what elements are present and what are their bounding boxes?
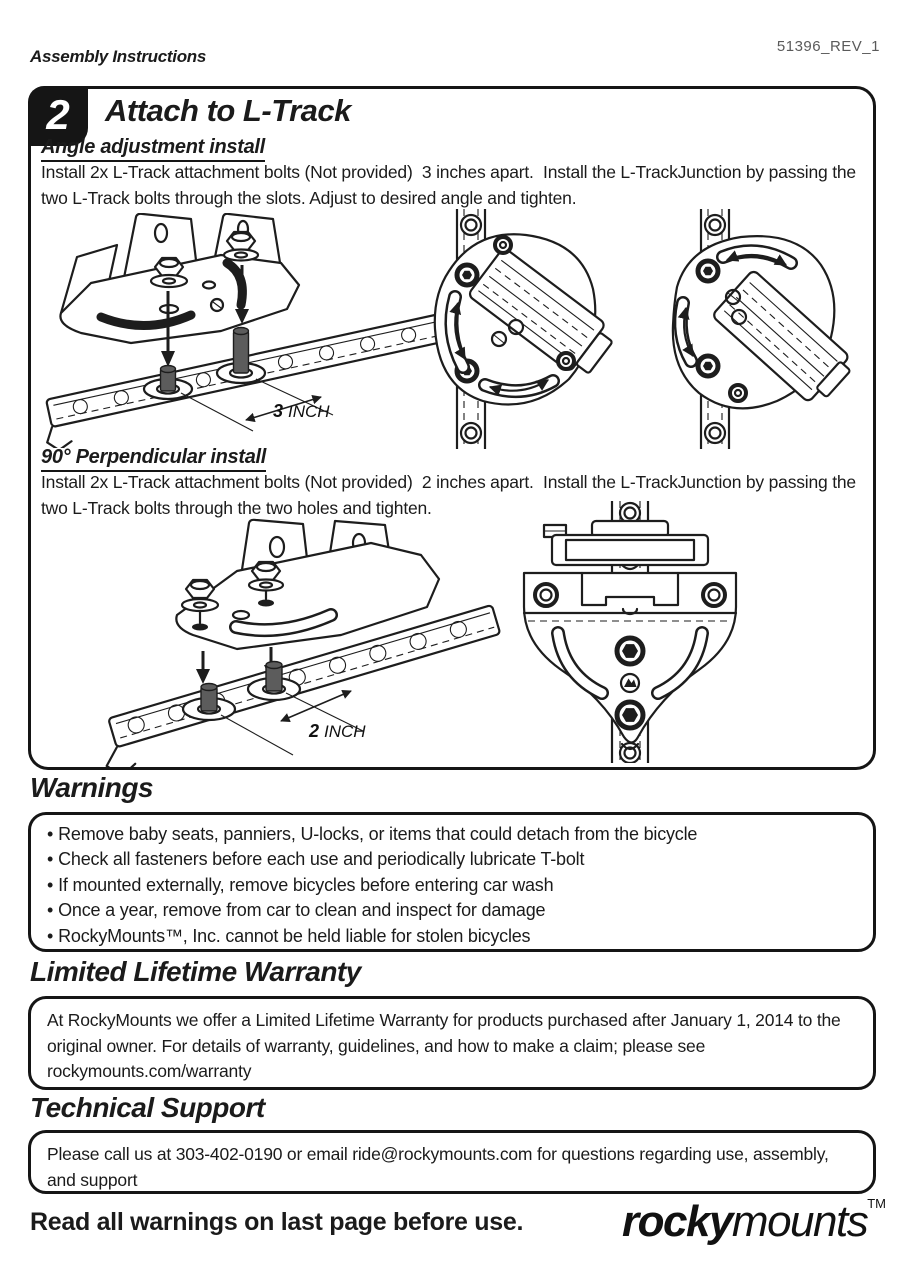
logo-text-rocky: rocky <box>622 1197 733 1246</box>
warnings-heading: Warnings <box>30 772 154 803</box>
angle-install-track-view-left-diagram <box>421 209 631 449</box>
warning-item: RockyMounts™, Inc. cannot be held liable… <box>47 924 863 949</box>
logo-trademark: TM <box>867 1196 886 1211</box>
doc-type-label: Assembly Instructions <box>30 47 207 66</box>
warranty-body: At RockyMounts we offer a Limited Lifeti… <box>47 1010 846 1081</box>
angle-install-track-view-right-drawing <box>671 209 851 449</box>
dimension-number: 3 <box>273 401 284 421</box>
angle-install-track-view-right-diagram <box>645 209 860 449</box>
angle-install-isometric-drawing <box>45 213 473 448</box>
support-body: Please call us at 303-402-0190 or email … <box>47 1144 834 1190</box>
perpendicular-install-front-view-drawing <box>522 501 738 763</box>
support-heading: Technical Support <box>30 1092 265 1123</box>
warning-item: If mounted externally, remove bicycles b… <box>47 873 863 898</box>
section-body-angle-install: Install 2x L-Track attachment bolts (Not… <box>41 162 861 208</box>
perpendicular-install-front-view-diagram <box>508 501 778 763</box>
warnings-list: Remove baby seats, panniers, U-locks, or… <box>31 822 873 949</box>
dimension-unit: INCH <box>324 722 366 741</box>
warning-item: Remove baby seats, panniers, U-locks, or… <box>47 822 863 847</box>
warranty-heading: Limited Lifetime Warranty <box>30 956 361 987</box>
warning-item: Check all fasteners before each use and … <box>47 847 863 872</box>
step-2-panel: 2 Attach to L-Track Angle adjustment ins… <box>28 86 876 770</box>
step-number-badge: 2 <box>28 86 88 146</box>
rockymounts-logo: rockymountsTM <box>622 1196 886 1247</box>
warning-item: Once a year, remove from car to clean an… <box>47 898 863 923</box>
step-title: Attach to L-Track <box>105 93 351 128</box>
dimension-number: 2 <box>309 721 320 741</box>
footer-warning-notice: Read all warnings on last page before us… <box>30 1208 524 1236</box>
warnings-box: Remove baby seats, panniers, U-locks, or… <box>28 812 876 952</box>
warranty-box: At RockyMounts we offer a Limited Lifeti… <box>28 996 876 1090</box>
section-heading-angle-install: Angle adjustment install <box>41 136 265 162</box>
section-body-perpendicular-install: Install 2x L-Track attachment bolts (Not… <box>41 472 861 518</box>
section-heading-perpendicular-install: 90° Perpendicular install <box>41 446 266 472</box>
support-box: Please call us at 303-402-0190 or email … <box>28 1130 876 1194</box>
logo-text-mounts: mounts <box>731 1197 869 1246</box>
dimension-unit: INCH <box>288 402 330 421</box>
angle-install-track-view-left-drawing <box>433 209 613 449</box>
perpendicular-install-isometric-drawing <box>105 518 501 767</box>
revision-label: 51396_REV_1 <box>776 38 880 55</box>
